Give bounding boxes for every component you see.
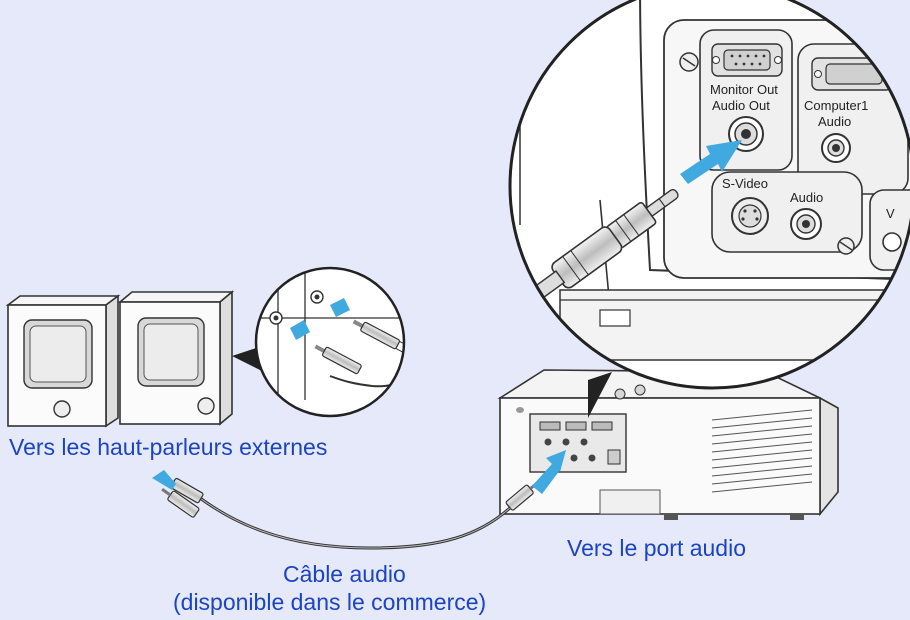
arrow-into-audio-out xyxy=(680,140,742,184)
insertion-arrows xyxy=(152,450,566,494)
port-label-cut: V xyxy=(886,206,895,221)
external-speakers xyxy=(5,290,235,428)
label-audio-cable: Câble audio xyxy=(283,561,406,587)
vga-port-computer1 xyxy=(811,57,893,91)
large-zoom-pointer xyxy=(588,372,612,418)
label-to-external-speakers: Vers les haut-parleurs externes xyxy=(9,434,328,460)
port-label-computer1-audio: Audio xyxy=(818,114,851,129)
arrow-to-speakers xyxy=(152,470,176,490)
screw-left xyxy=(679,52,699,72)
screw-bottom xyxy=(837,237,855,255)
speaker-left xyxy=(5,294,121,428)
vga-port-monitor-out xyxy=(711,43,783,77)
audio-in-jack xyxy=(790,208,822,240)
speaker-right xyxy=(117,290,235,426)
port-label-audio: Audio xyxy=(790,190,823,205)
port-label-s-video: S-Video xyxy=(722,176,768,191)
port-label-monitor-out: Monitor Out xyxy=(710,82,778,97)
audio-port-zoom: Monitor Out Audio Out Computer1 Audio xyxy=(508,0,910,390)
port-label-computer1: Computer1 xyxy=(804,98,868,113)
projector xyxy=(497,369,839,520)
audio-cable xyxy=(161,476,538,550)
speaker-jack-zoom xyxy=(254,266,406,418)
port-label-audio-out: Audio Out xyxy=(712,98,770,113)
label-audio-cable-note: (disponible dans le commerce) xyxy=(173,589,487,615)
arrow-to-projector xyxy=(532,450,566,494)
s-video-port xyxy=(731,197,769,235)
label-to-audio-port: Vers le port audio xyxy=(567,535,747,561)
computer1-audio-jack xyxy=(821,133,851,163)
